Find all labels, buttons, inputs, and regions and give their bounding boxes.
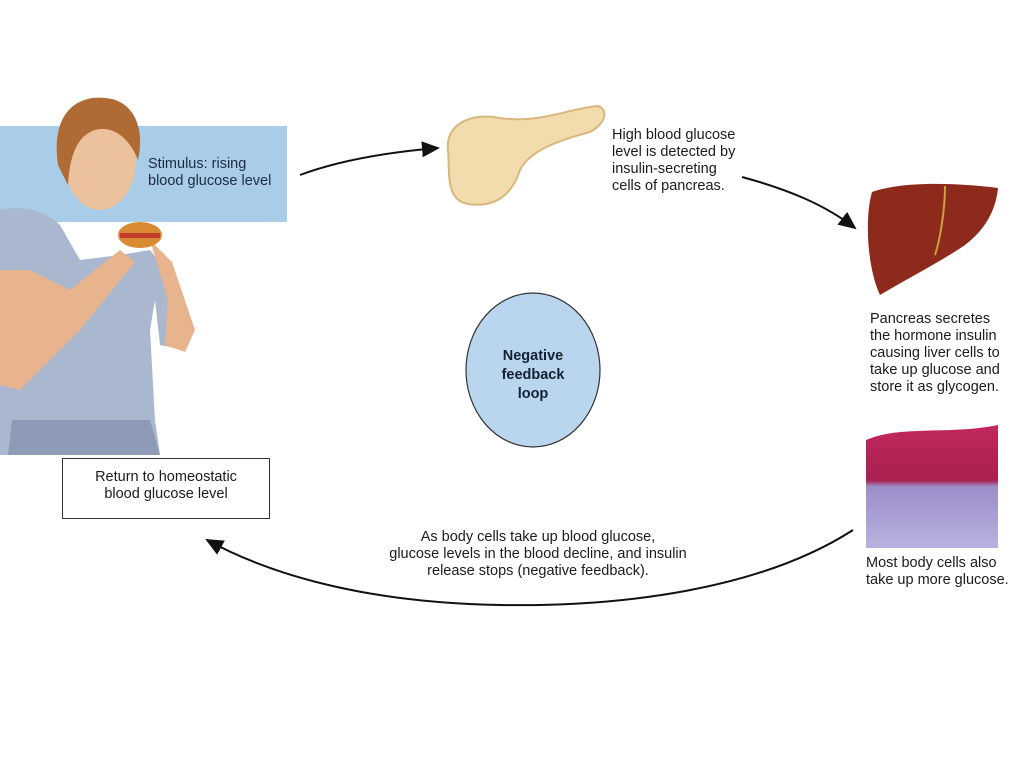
loop-label: Negative feedback loop: [468, 347, 598, 404]
stimulus-line: Stimulus: rising: [148, 156, 247, 172]
stimulus-box: [0, 126, 287, 222]
caption-line: Most body cells also: [866, 555, 997, 571]
body-cells-caption: Most body cells also take up more glucos…: [866, 555, 1009, 589]
caption-line: glucose levels in the blood decline, and…: [389, 546, 687, 562]
caption-line: Pancreas secretes: [870, 311, 991, 327]
body-cells-tissue-illustration: [866, 425, 998, 548]
caption-line: store it as glycogen.: [870, 379, 999, 395]
caption-line: cells of pancreas.: [612, 178, 725, 194]
caption-line: release stops (negative feedback).: [427, 563, 649, 579]
loop-line: Negative: [502, 348, 564, 364]
arrow-pancreas-to-liver: [741, 176, 857, 230]
caption-line: insulin-secreting: [612, 161, 717, 177]
feedback-caption: As body cells take up blood glucose, glu…: [368, 529, 708, 580]
pancreas-illustration: [446, 104, 606, 206]
caption-line: take up more glucose.: [866, 572, 1009, 588]
stimulus-label: Stimulus: rising blood glucose level: [148, 156, 271, 190]
caption-line: High blood glucose: [612, 127, 736, 143]
caption-line: level is detected by: [612, 144, 736, 160]
caption-line: the hormone insulin: [870, 328, 997, 344]
loop-line: loop: [517, 386, 549, 402]
loop-line: feedback: [501, 367, 565, 383]
return-homeostasis-box: Return to homeostatic blood glucose leve…: [62, 458, 270, 519]
liver-caption: Pancreas secretes the hormone insulin ca…: [870, 311, 1000, 396]
liver-illustration: [867, 183, 998, 295]
arrow-stimulus-to-pancreas: [299, 141, 440, 176]
stimulus-line: blood glucose level: [148, 173, 272, 189]
pancreas-caption: High blood glucose level is detected by …: [612, 127, 735, 195]
return-line: blood glucose level: [104, 486, 228, 502]
return-line: Return to homeostatic: [95, 469, 237, 485]
caption-line: causing liver cells to: [870, 345, 1000, 361]
person-eating-illustration: [0, 97, 195, 455]
caption-line: take up glucose and: [870, 362, 1000, 378]
arrow-cells-to-return: [205, 529, 854, 607]
negative-feedback-loop-circle: [465, 292, 601, 448]
caption-line: As body cells take up blood glucose,: [420, 529, 656, 545]
